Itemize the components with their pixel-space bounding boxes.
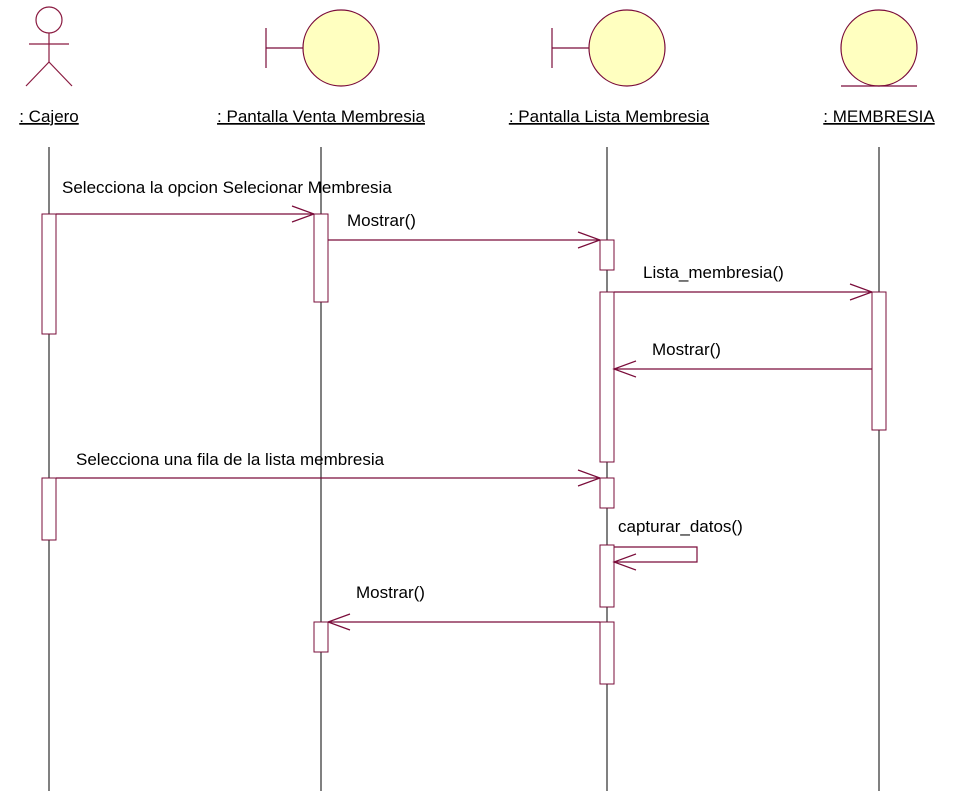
activation-bar xyxy=(599,291,615,463)
message-arrow xyxy=(612,360,872,378)
actor-icon xyxy=(25,6,73,87)
activation-bar xyxy=(313,213,329,303)
message-arrow xyxy=(326,613,600,631)
self-message-arrow xyxy=(612,546,698,571)
message-arrow xyxy=(328,231,602,249)
participant-label-venta: : Pantalla Venta Membresia xyxy=(217,107,425,126)
activation-bar xyxy=(599,621,615,685)
message-arrow xyxy=(614,283,874,301)
boundary-icon xyxy=(551,9,666,87)
activation-bar xyxy=(41,213,57,335)
message-label: capturar_datos() xyxy=(618,517,743,536)
message-label: Selecciona la opcion Selecionar Membresi… xyxy=(62,178,392,197)
message-label: Mostrar() xyxy=(652,340,721,359)
entity-icon xyxy=(840,9,918,87)
activation-bar xyxy=(871,291,887,431)
message-arrow xyxy=(56,205,316,223)
activation-bar xyxy=(599,477,615,509)
participant-lista: : Pantalla Lista Membresia xyxy=(509,9,710,126)
activation-bar xyxy=(313,621,329,653)
activation-bar xyxy=(41,477,57,541)
message-arrow xyxy=(56,469,602,487)
activation-bar xyxy=(599,239,615,271)
participant-label-lista: : Pantalla Lista Membresia xyxy=(509,107,710,126)
participant-venta: : Pantalla Venta Membresia xyxy=(217,9,425,126)
message-label: Lista_membresia() xyxy=(643,263,784,282)
participant-label-cajero: : Cajero xyxy=(19,107,79,126)
participant-label-membresia: : MEMBRESIA xyxy=(823,107,935,126)
boundary-icon xyxy=(265,9,380,87)
message-label: Selecciona una fila de la lista membresi… xyxy=(76,450,385,469)
activation-bar xyxy=(599,544,615,608)
message-label: Mostrar() xyxy=(356,583,425,602)
participant-cajero: : Cajero xyxy=(19,6,79,126)
participant-membresia: : MEMBRESIA xyxy=(823,9,935,126)
message-label: Mostrar() xyxy=(347,211,416,230)
